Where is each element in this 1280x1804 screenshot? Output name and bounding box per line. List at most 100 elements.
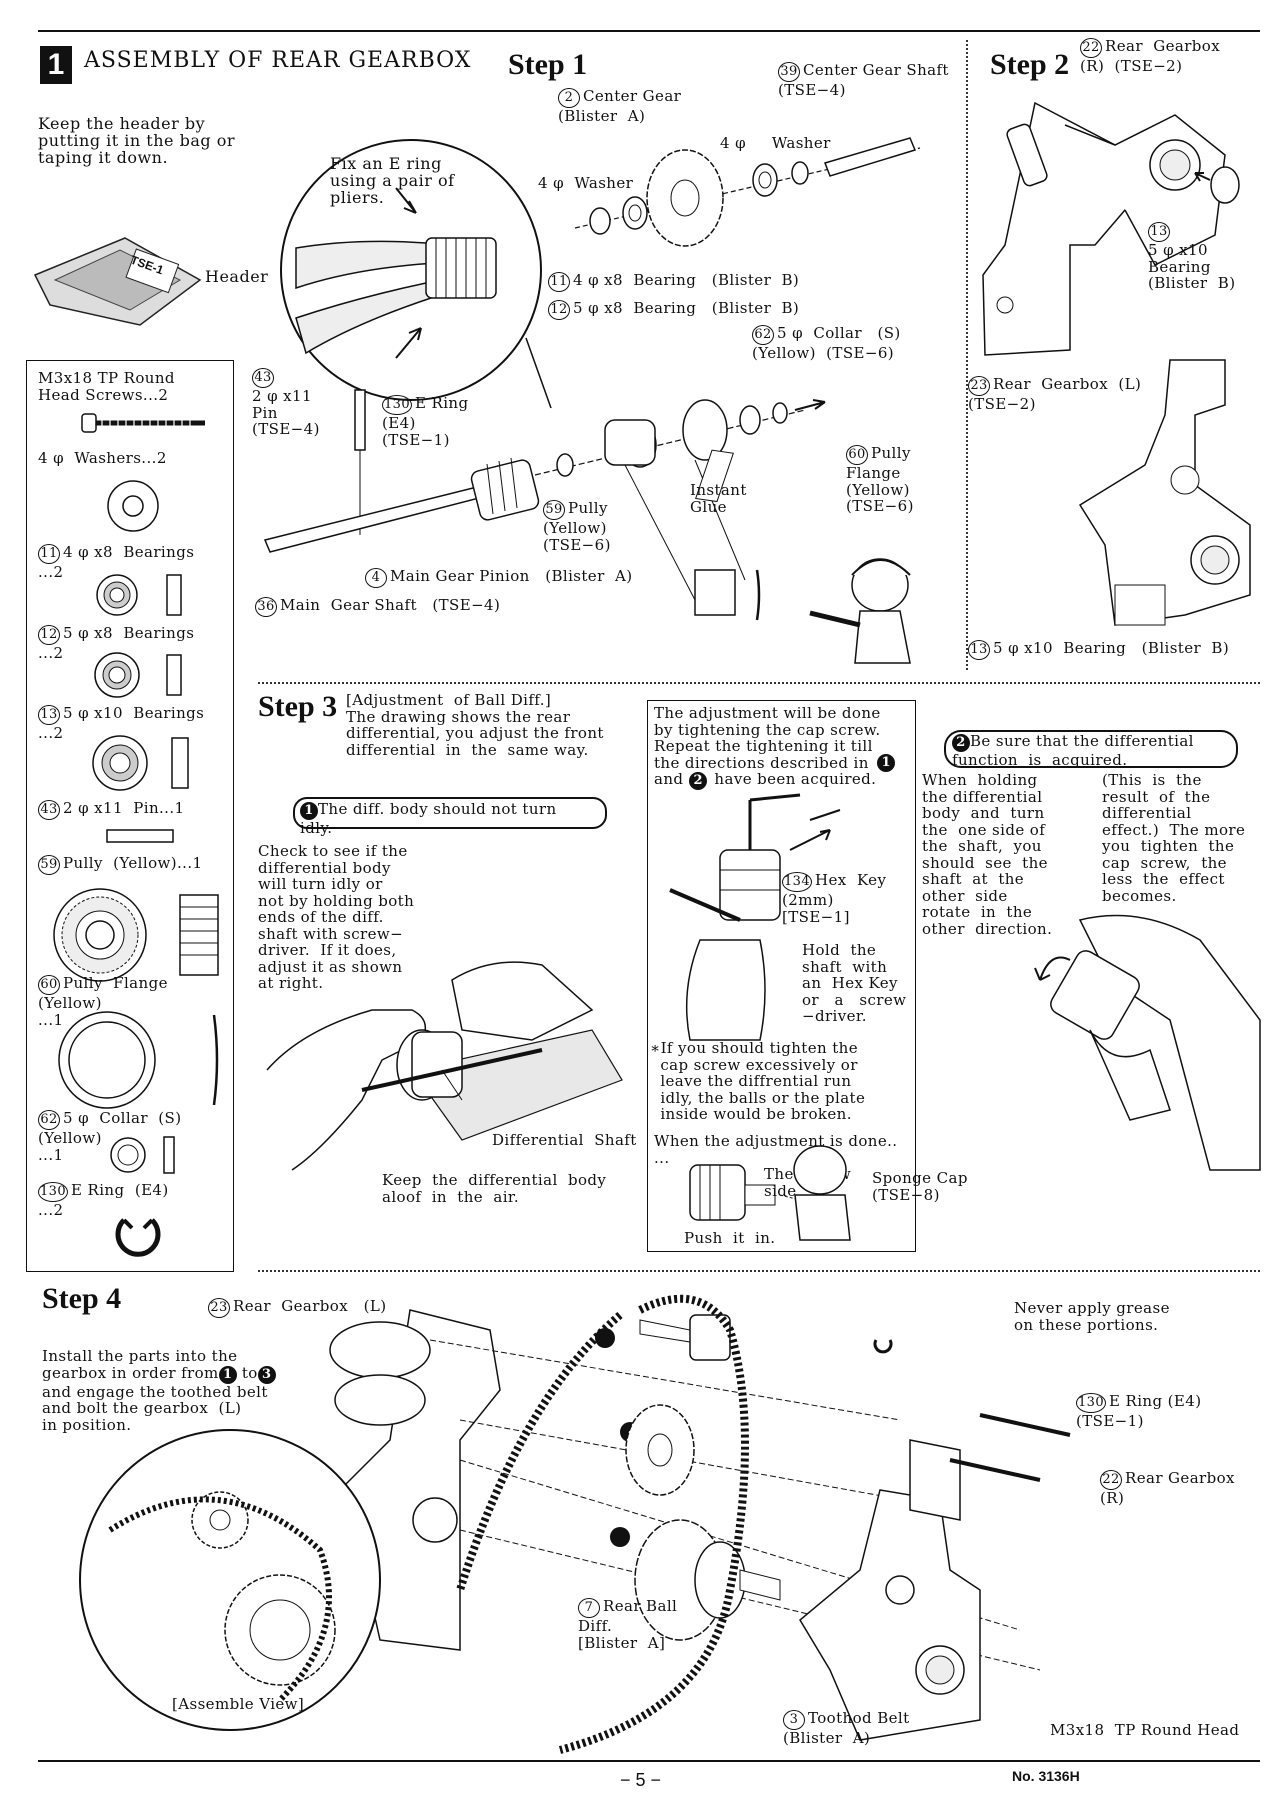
label-bearing-12: 5 φ x8 Bearing (Blister B) [573,299,800,317]
part-num-43: 43 [38,800,60,820]
step3-push-it-in: Push it in. [684,1229,776,1247]
num-13b: 13 [968,640,990,660]
header-label: Header [205,267,269,286]
step1-washer-left: 4 φ Washer [538,174,634,192]
step1-instant-glue: Instant Glue [690,481,747,516]
center-gear-assembly-illustration [574,137,921,247]
num-2: 2 [558,88,580,108]
label-center-gear: Center Gear (Blister A) [558,87,682,125]
label-pully-flange: Pully Flange (Yellow) (TSE−6) [846,444,914,515]
step3-sponge-cap: Sponge Cap (TSE−8) [872,1169,968,1204]
label-rear-l: Rear Gearbox (L) (TSE−2) [968,375,1142,413]
num-13: 13 [1148,222,1170,242]
label-main-gear-shaft: Main Gear Shaft (TSE−4) [280,596,501,614]
num-3: 3 [783,1710,805,1730]
section-number: 1 [47,48,65,81]
label-step4-ering: E Ring (E4) (TSE−1) [1076,1392,1202,1430]
doc-number: No. 3136H [1012,1768,1080,1784]
label-collar: 5 φ Collar (S) (Yellow) (TSE−6) [752,324,901,362]
num-23: 23 [208,1298,230,1318]
label-hex-key: Hex Key (2mm) [TSE−1] [782,871,887,926]
order-mark-2: 2 [689,772,707,790]
label-center-gear-shaft: Center Gear Shaft (TSE−4) [778,61,949,99]
num-60: 60 [846,445,868,465]
label-rear-ball-diff: Rear Ball Diff. [Blister A] [578,1597,678,1652]
step4-instructions-b: and engage the toothed belt and bolt the… [42,1382,268,1434]
num-23: 23 [968,376,990,396]
pully-flange-icon [58,1011,219,1109]
step3-title: Step 3 [258,690,338,723]
part-num-130: 130 [38,1182,69,1202]
order-mark-1: 1 [218,1365,237,1384]
step3-note1-box [293,797,607,829]
label-pin: 2 φ x11 Pin (TSE−4) [252,387,320,438]
step4-assemble-view: [Assemble View] [172,1695,305,1713]
part-num-13: 13 [38,705,60,725]
step4-title: Step 4 [42,1282,122,1315]
step3-note2-text: Be sure that the differential function i… [952,732,1194,769]
part-num-62: 62 [38,1110,60,1130]
section-number-box: 1 [40,46,72,84]
step4-round-head: M3x18 TP Round Head [1050,1721,1240,1739]
part-pully-label: Pully (Yellow)...1 [63,854,203,872]
step3-diff-shaft: Differential Shaft [492,1131,637,1149]
step2-title: Step 2 [990,48,1070,81]
num-39: 39 [778,62,800,82]
top-rule [38,30,1260,32]
part-pully-flange-label: Pully Flange (Yellow) ...1 [38,974,168,1029]
step3-note2-box [944,730,1238,768]
part-washers-label: 4 φ Washers...2 [38,449,167,467]
step-divider-mid [258,682,1260,684]
num-59: 59 [543,500,565,520]
bearing-icon [94,652,182,698]
step3-adjust-text: The adjustment will be done by tightenin… [654,704,881,788]
step3-note1-text: The diff. body should not turn idly. [300,800,557,837]
washer-icon [107,480,159,532]
pully-icon [53,888,219,982]
num-11: 11 [548,272,570,292]
rear-gearbox-l-illustration [1078,359,1251,626]
num-22: 22 [1080,38,1102,58]
diff-hands-illustration [266,961,623,1171]
num-12: 12 [548,300,570,320]
part-ering-label: E Ring (E4) ...2 [38,1181,169,1219]
label-step4-rear-l: Rear Gearbox (L) [233,1297,387,1315]
part-bearing-11-label: 4 φ x8 Bearings ...2 [38,543,195,581]
label-step4-rear-r: Rear Gearbox (R) [1100,1469,1235,1507]
header-bag-illustration [33,237,202,326]
step4-never-grease: Never apply grease on these portions. [1014,1299,1170,1334]
main-gear-shaft-assembly-illustration [263,389,826,621]
intro-note: Keep the header by putting it in the bag… [38,114,235,167]
label-ering: E Ring (E4) (TSE−1) [382,394,469,449]
order-mark-1: 1 [300,802,318,820]
rotate-diff-illustration [1034,914,1261,1171]
step-divider-vertical [966,40,968,670]
collar-icon [110,1136,175,1174]
step4-instructions-a: Install the parts into the gearbox in or… [42,1347,238,1382]
label-bearing-11: 4 φ x8 Bearing (Blister B) [573,271,800,289]
step3-check-text: Check to see if the differential body wi… [258,842,415,992]
section-title: ASSEMBLY OF REAR GEARBOX [84,48,472,73]
pin-icon [106,829,174,843]
part-screws-label: M3x18 TP Round Head Screws...2 [38,369,175,404]
rear-gearbox-r-illustration [982,101,1240,356]
screw-icon [81,413,205,433]
